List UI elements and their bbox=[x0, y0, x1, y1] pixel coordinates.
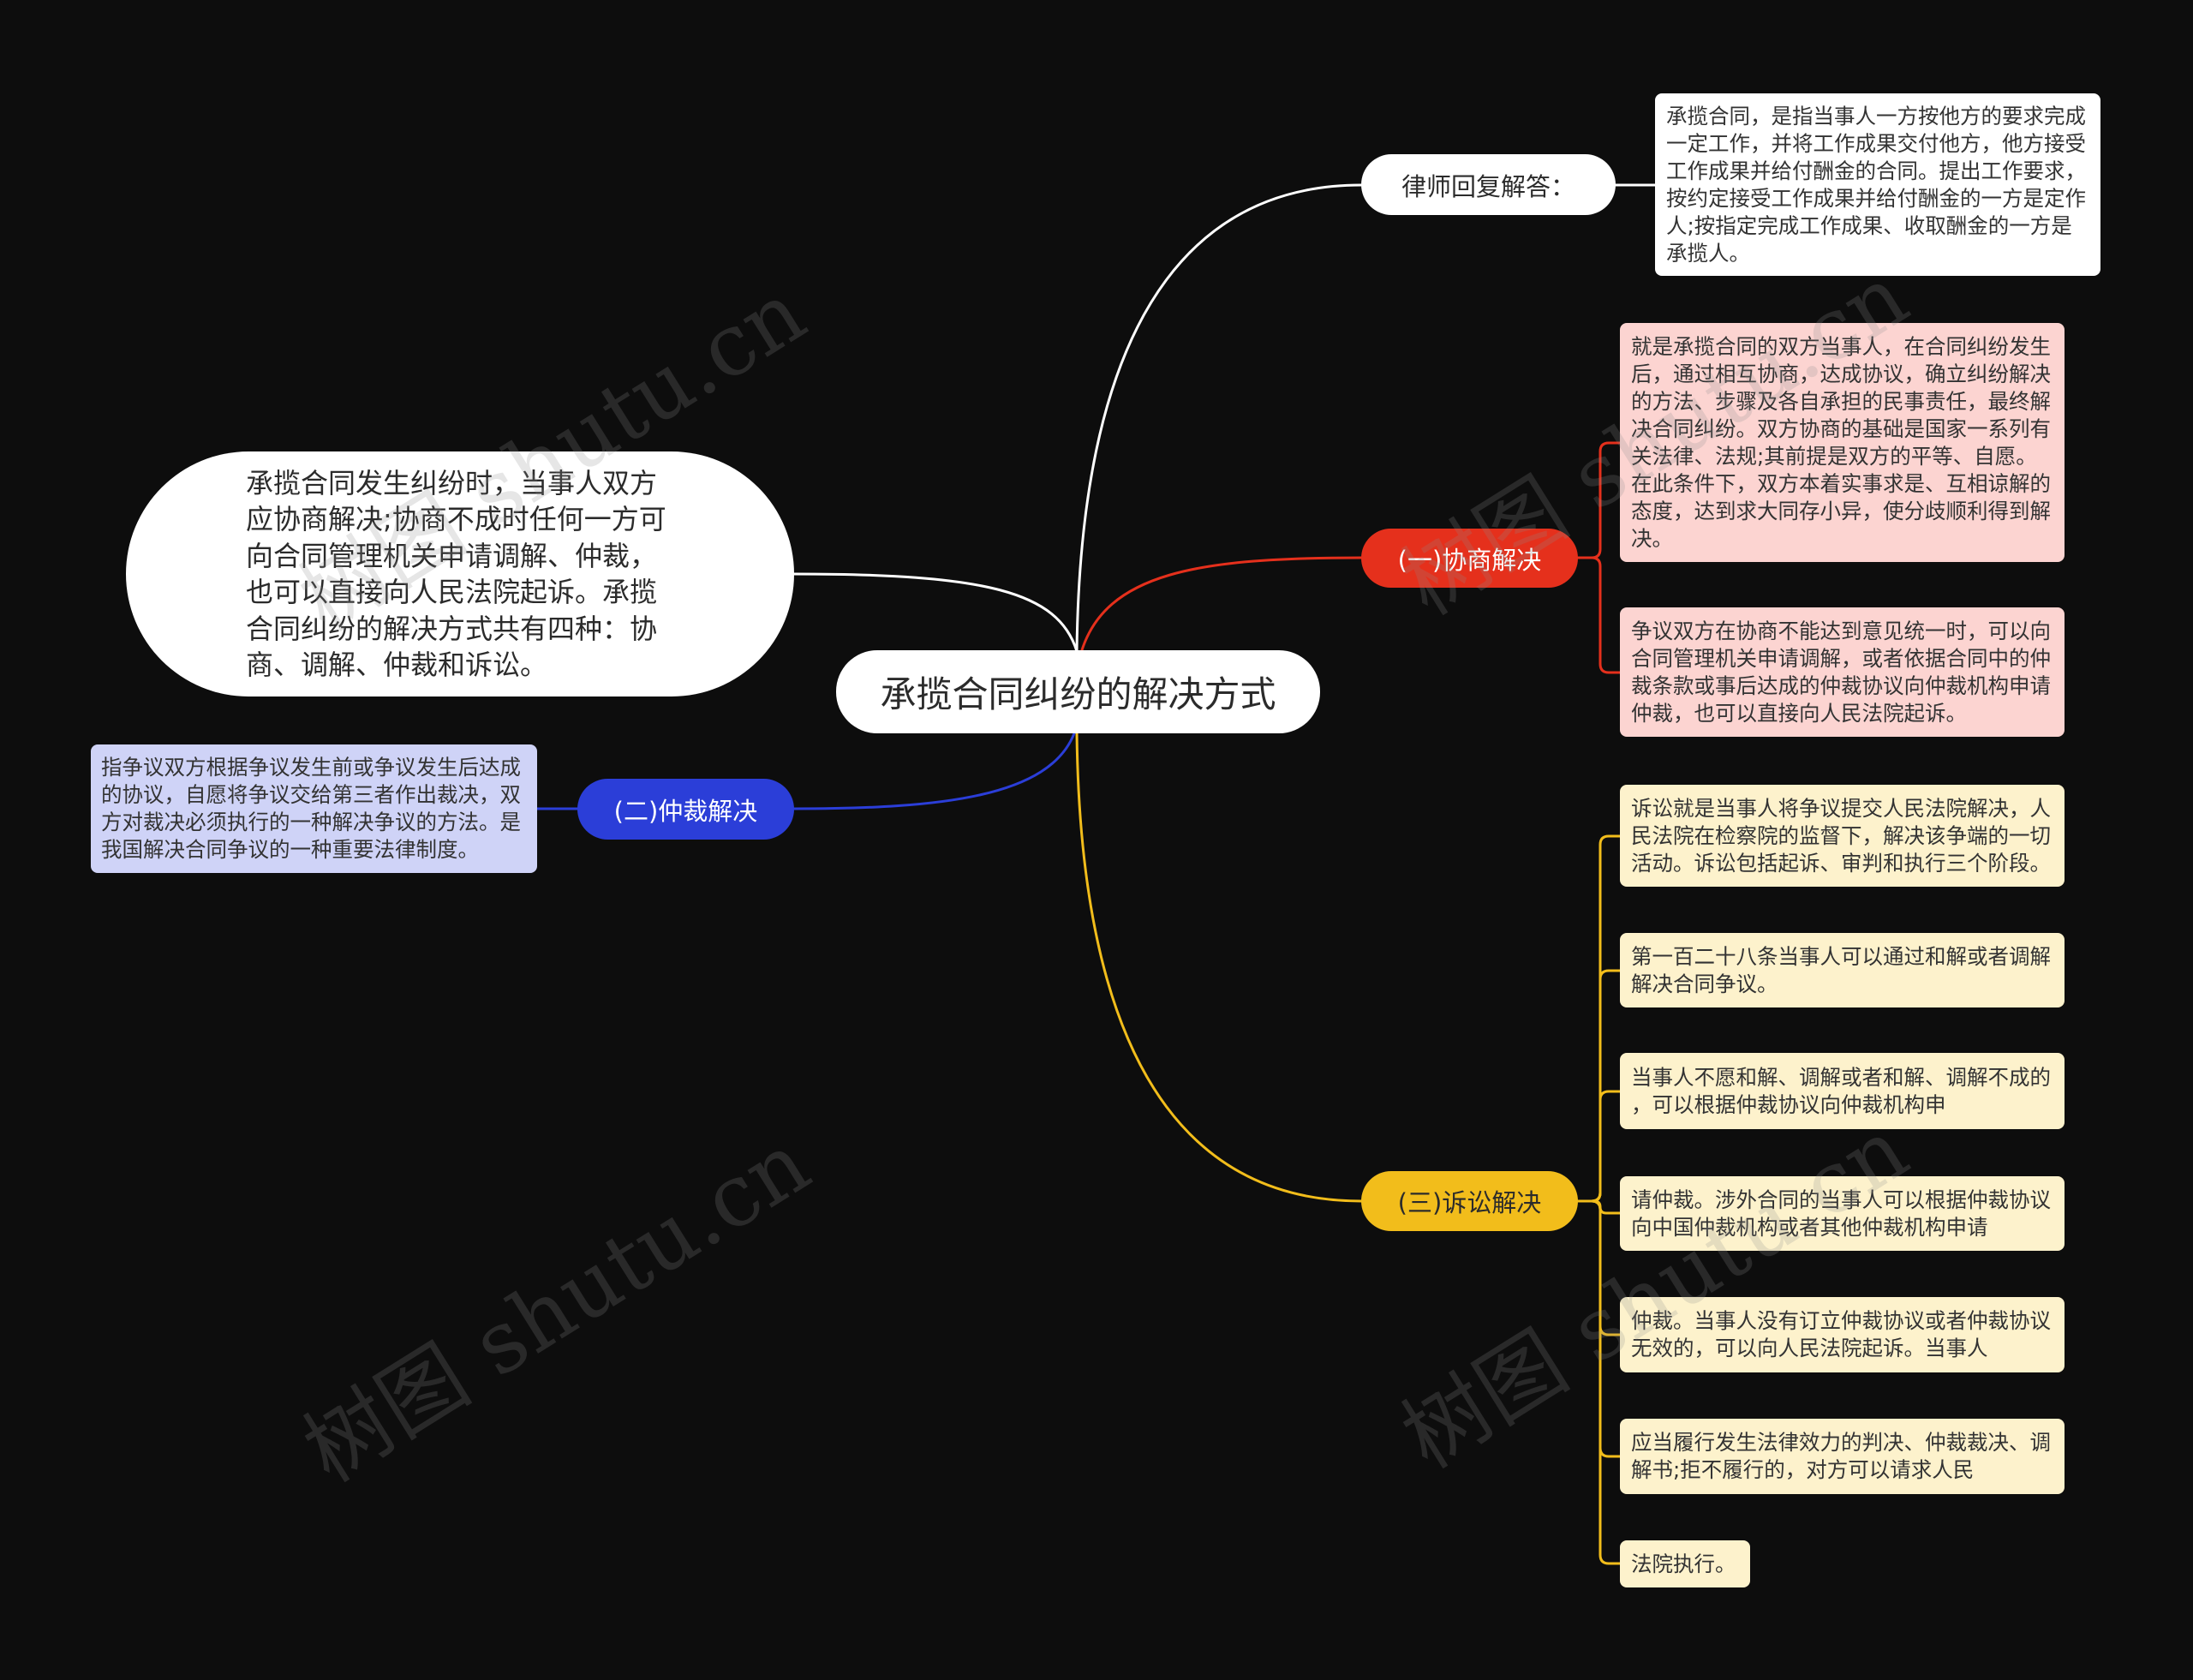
lawyer-reply-note-text: 承揽合同，是指当事人一方按他方的要求完成一定工作，并将工作成果交付他方，他方接受… bbox=[1666, 103, 2086, 266]
litigation-note-1[interactable]: 诉讼就是当事人将争议提交人民法院解决，人民法院在检察院的监督下，解决该争端的一切… bbox=[1620, 785, 2065, 887]
litigation-note-4[interactable]: 请仲裁。涉外合同的当事人可以根据仲裁协议向中国仲裁机构或者其他仲裁机构申请 bbox=[1620, 1176, 2065, 1251]
lawyer-reply-note[interactable]: 承揽合同，是指当事人一方按他方的要求完成一定工作，并将工作成果交付他方，他方接受… bbox=[1655, 93, 2100, 276]
litigation-note-text: 应当履行发生法律效力的判决、仲裁裁决、调解书;拒不履行的，对方可以请求人民 bbox=[1631, 1430, 2051, 1482]
connector-litigation-note-3 bbox=[1576, 1090, 1622, 1203]
connector-root-to-lawyer bbox=[1075, 183, 1363, 653]
litigation-note-5[interactable]: 仲裁。当事人没有订立仲裁协议或者仲裁协议无效的，可以向人民法院起诉。当事人 bbox=[1620, 1297, 2065, 1372]
arbitration-label: (二)仲裁解决 bbox=[613, 796, 758, 826]
summary-topic-text: 承揽合同发生纠纷时，当事人双方应协商解决;协商不成时任何一方可向合同管理机关申请… bbox=[246, 466, 666, 682]
litigation-note-7[interactable]: 法院执行。 bbox=[1620, 1540, 1750, 1587]
lawyer-reply-topic[interactable]: 律师回复解答： bbox=[1361, 154, 1616, 215]
arbitration-topic[interactable]: (二)仲裁解决 bbox=[577, 779, 794, 840]
connector-root-to-litigation bbox=[1075, 731, 1363, 1203]
connector-summary-to-root bbox=[792, 572, 1079, 653]
litigation-note-2[interactable]: 第一百二十八条当事人可以通过和解或者调解解决合同争议。 bbox=[1620, 933, 2065, 1007]
arbitration-note-text: 指争议双方根据争议发生前或争议发生后达成的协议，自愿将争议交给第三者作出裁决，双… bbox=[101, 755, 521, 862]
negotiation-note-1[interactable]: 就是承揽合同的双方当事人，在合同纠纷发生后，通过相互协商，达成协议，确立纠纷解决… bbox=[1620, 323, 2065, 562]
connector-root-to-arbitration bbox=[792, 732, 1076, 810]
litigation-note-text: 诉讼就是当事人将争议提交人民法院解决，人民法院在检察院的监督下，解决该争端的一切… bbox=[1631, 795, 2051, 876]
arbitration-note-1[interactable]: 指争议双方根据争议发生前或争议发生后达成的协议，自愿将争议交给第三者作出裁决，双… bbox=[91, 744, 537, 873]
connector-root-to-negotiation bbox=[1079, 556, 1363, 655]
root-topic[interactable]: 承揽合同纠纷的解决方式 bbox=[836, 650, 1320, 733]
litigation-note-text: 第一百二十八条当事人可以通过和解或者调解解决合同争议。 bbox=[1631, 943, 2051, 996]
lawyer-reply-label: 律师回复解答： bbox=[1401, 171, 1575, 201]
negotiation-note-text: 就是承揽合同的双方当事人，在合同纠纷发生后，通过相互协商，达成协议，确立纠纷解决… bbox=[1631, 333, 2051, 551]
summary-topic[interactable]: 承揽合同发生纠纷时，当事人双方应协商解决;协商不成时任何一方可向合同管理机关申请… bbox=[126, 451, 794, 697]
connector-negotiation-note-2 bbox=[1576, 556, 1622, 674]
negotiation-label: (一)协商解决 bbox=[1397, 545, 1542, 575]
litigation-label: (三)诉讼解决 bbox=[1397, 1188, 1542, 1217]
negotiation-note-text: 争议双方在协商不能达到意见统一时，可以向合同管理机关申请调解，或者依据合同中的仲… bbox=[1631, 618, 2051, 726]
connector-litigation-note-7 bbox=[1576, 1199, 1622, 1565]
negotiation-note-2[interactable]: 争议双方在协商不能达到意见统一时，可以向合同管理机关申请调解，或者依据合同中的仲… bbox=[1620, 607, 2065, 737]
litigation-note-text: 仲裁。当事人没有订立仲裁协议或者仲裁协议无效的，可以向人民法院起诉。当事人 bbox=[1631, 1308, 2051, 1360]
litigation-note-text: 请仲裁。涉外合同的当事人可以根据仲裁协议向中国仲裁机构或者其他仲裁机构申请 bbox=[1631, 1187, 2051, 1240]
negotiation-topic[interactable]: (一)协商解决 bbox=[1361, 529, 1578, 588]
litigation-note-3[interactable]: 当事人不愿和解、调解或者和解、调解不成的，可以根据仲裁协议向仲裁机构申 bbox=[1620, 1053, 2065, 1129]
root-topic-label: 承揽合同纠纷的解决方式 bbox=[880, 673, 1276, 715]
connector-negotiation-note-1 bbox=[1576, 441, 1622, 559]
litigation-note-text: 当事人不愿和解、调解或者和解、调解不成的，可以根据仲裁协议向仲裁机构申 bbox=[1631, 1064, 2051, 1117]
litigation-topic[interactable]: (三)诉讼解决 bbox=[1361, 1171, 1578, 1231]
litigation-note-text: 法院执行。 bbox=[1631, 1551, 1736, 1576]
litigation-note-6[interactable]: 应当履行发生法律效力的判决、仲裁裁决、调解书;拒不履行的，对方可以请求人民 bbox=[1620, 1419, 2065, 1494]
